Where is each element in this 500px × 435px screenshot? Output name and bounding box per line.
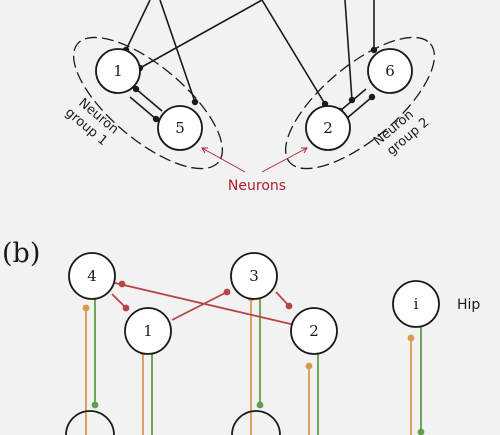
svg-text:2: 2 <box>309 322 319 340</box>
svg-text:6: 6 <box>385 62 395 80</box>
group-1-mutual-connection <box>129 88 163 120</box>
panel-b: (b) <box>2 238 480 435</box>
neuron-group-1-label: Neuron group 1 <box>62 93 124 152</box>
top-connections <box>125 0 375 105</box>
connection-line <box>344 0 353 101</box>
connection-dot <box>368 93 376 101</box>
hip-label: Hip <box>457 297 480 313</box>
neuron-group-2-label: Neuron group 2 <box>371 103 432 162</box>
connection-line <box>139 0 263 69</box>
neuron-group-1-outline <box>72 36 224 170</box>
connection-dot <box>152 115 160 123</box>
connection-line <box>159 0 196 103</box>
neuron-1-group-1: 1 <box>95 48 141 94</box>
neuron-6-group-2: 6 <box>367 48 413 94</box>
connection-line <box>261 0 326 105</box>
svg-text:1: 1 <box>113 62 123 80</box>
neurons-annotation-arrows <box>201 147 308 173</box>
svg-text:5: 5 <box>175 119 185 137</box>
panel-a: 1 5 2 6 Neuron group 1 Neuron group 2 <box>62 0 436 194</box>
neuron-group-2-outline <box>284 36 436 170</box>
neuron-1: 1 <box>124 307 172 355</box>
group-2-mutual-connection <box>339 88 373 120</box>
svg-text:1: 1 <box>143 322 153 340</box>
svg-text:i: i <box>414 295 419 313</box>
svg-text:2: 2 <box>323 119 333 137</box>
neuron-5-group-1: 5 <box>157 105 203 151</box>
panel-b-label: (b) <box>2 238 40 269</box>
svg-text:3: 3 <box>249 267 259 285</box>
svg-text:4: 4 <box>87 267 97 285</box>
neuron-i: i <box>392 280 440 328</box>
red-connection-dots <box>118 280 293 312</box>
neuron-4: 4 <box>68 252 116 300</box>
connection-line <box>125 0 151 51</box>
bottom-neurons-partial <box>65 410 281 435</box>
connection-dot <box>191 98 199 106</box>
neuron-3: 3 <box>230 252 278 300</box>
neurons-label: Neurons <box>228 178 286 194</box>
neuron-2-group-2: 2 <box>305 105 351 151</box>
neuron-2: 2 <box>290 307 338 355</box>
connection-dot <box>132 85 140 93</box>
